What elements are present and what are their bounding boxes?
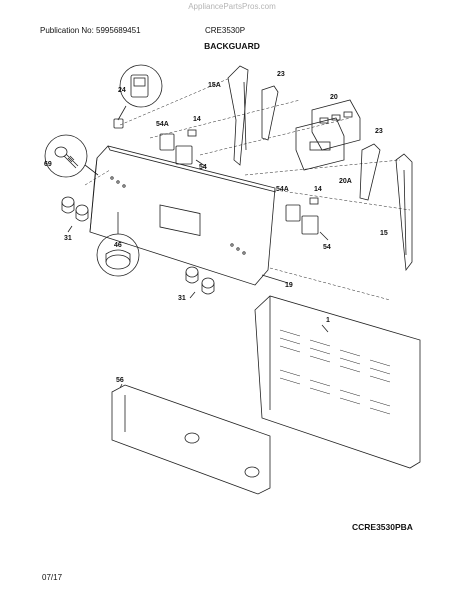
bracket-23-right	[359, 143, 381, 201]
bracket-23-top	[261, 85, 279, 141]
control-panel-19	[89, 145, 289, 286]
zoom-circle-switch-24	[117, 64, 163, 121]
knobs-31-left	[61, 196, 89, 233]
callout-23-right: 23	[375, 128, 383, 135]
lower-panel-56	[111, 383, 271, 495]
end-bracket-15a	[227, 65, 249, 166]
switch-24	[113, 118, 124, 129]
diagram-code: CCRE3530PBA	[352, 522, 413, 532]
callout-56: 56	[116, 377, 124, 384]
callout-31-bottom: 31	[178, 295, 186, 302]
infinite-switches-left	[159, 129, 206, 167]
section-title: BACKGUARD	[204, 41, 260, 51]
callout-46: 46	[114, 242, 122, 249]
infinite-switches-right	[285, 197, 329, 241]
callout-15a: 15A	[208, 82, 221, 89]
callout-19: 19	[285, 282, 293, 289]
model-number: CRE3530P	[205, 26, 246, 35]
callout-54a-right: 54A	[276, 186, 289, 193]
rear-panel-1	[254, 295, 421, 469]
assembly-guide-lines	[84, 77, 411, 301]
zoom-circle-screw-69	[44, 134, 99, 178]
end-bracket-15	[395, 153, 413, 272]
callout-14-left: 14	[193, 116, 201, 123]
callout-24: 24	[118, 87, 126, 94]
knobs-31-bottom	[185, 266, 215, 299]
callout-23-top: 23	[277, 71, 285, 78]
overlay-20a	[295, 117, 345, 171]
callout-54-right: 54	[323, 244, 331, 251]
revision-date: 07/17	[42, 573, 63, 582]
publication-number: Publication No: 5995689451	[40, 26, 141, 35]
electronic-control-20	[311, 99, 361, 151]
callout-20: 20	[330, 94, 338, 101]
callout-14-right: 14	[314, 186, 322, 193]
callout-15: 15	[380, 230, 388, 237]
zoom-circle-knob-46	[96, 212, 140, 277]
callout-31-left: 31	[64, 235, 72, 242]
callout-20a: 20A	[339, 178, 352, 185]
callout-54-left: 54	[199, 164, 207, 171]
callout-54a-left: 54A	[156, 121, 169, 128]
callout-69: 69	[44, 161, 52, 168]
watermark: AppliancePartsPros.com	[188, 2, 276, 11]
callout-1: 1	[326, 317, 330, 324]
